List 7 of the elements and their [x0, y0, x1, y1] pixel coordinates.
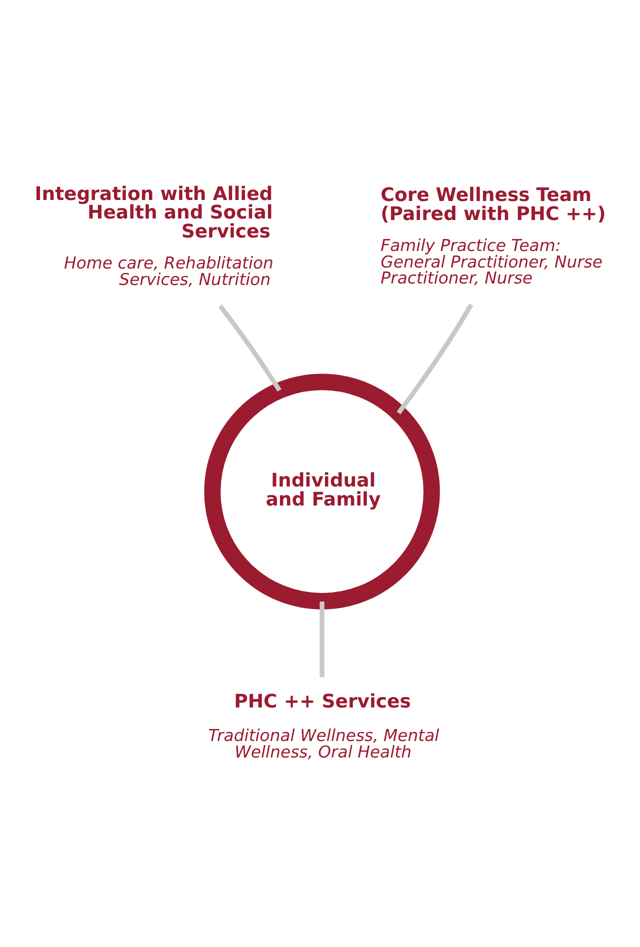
node-text: Core Wellness Team (Paired with PHC ++) Family Practice Team: General Practitioner, Nurse Practitioner, Nurse — [380, 184, 606, 288]
node-text: PHC ++ Services Traditional Wellness, Mental Wellness, Oral Health — [208, 691, 440, 761]
connector — [396, 302, 474, 414]
node-circle: Individual and Family — [204, 373, 440, 609]
connector — [218, 304, 282, 392]
node-text: Integration with Allied Health and Social Services Home care, Rehablitation Services, Nutrition — [34, 183, 274, 288]
connector — [320, 601, 324, 677]
